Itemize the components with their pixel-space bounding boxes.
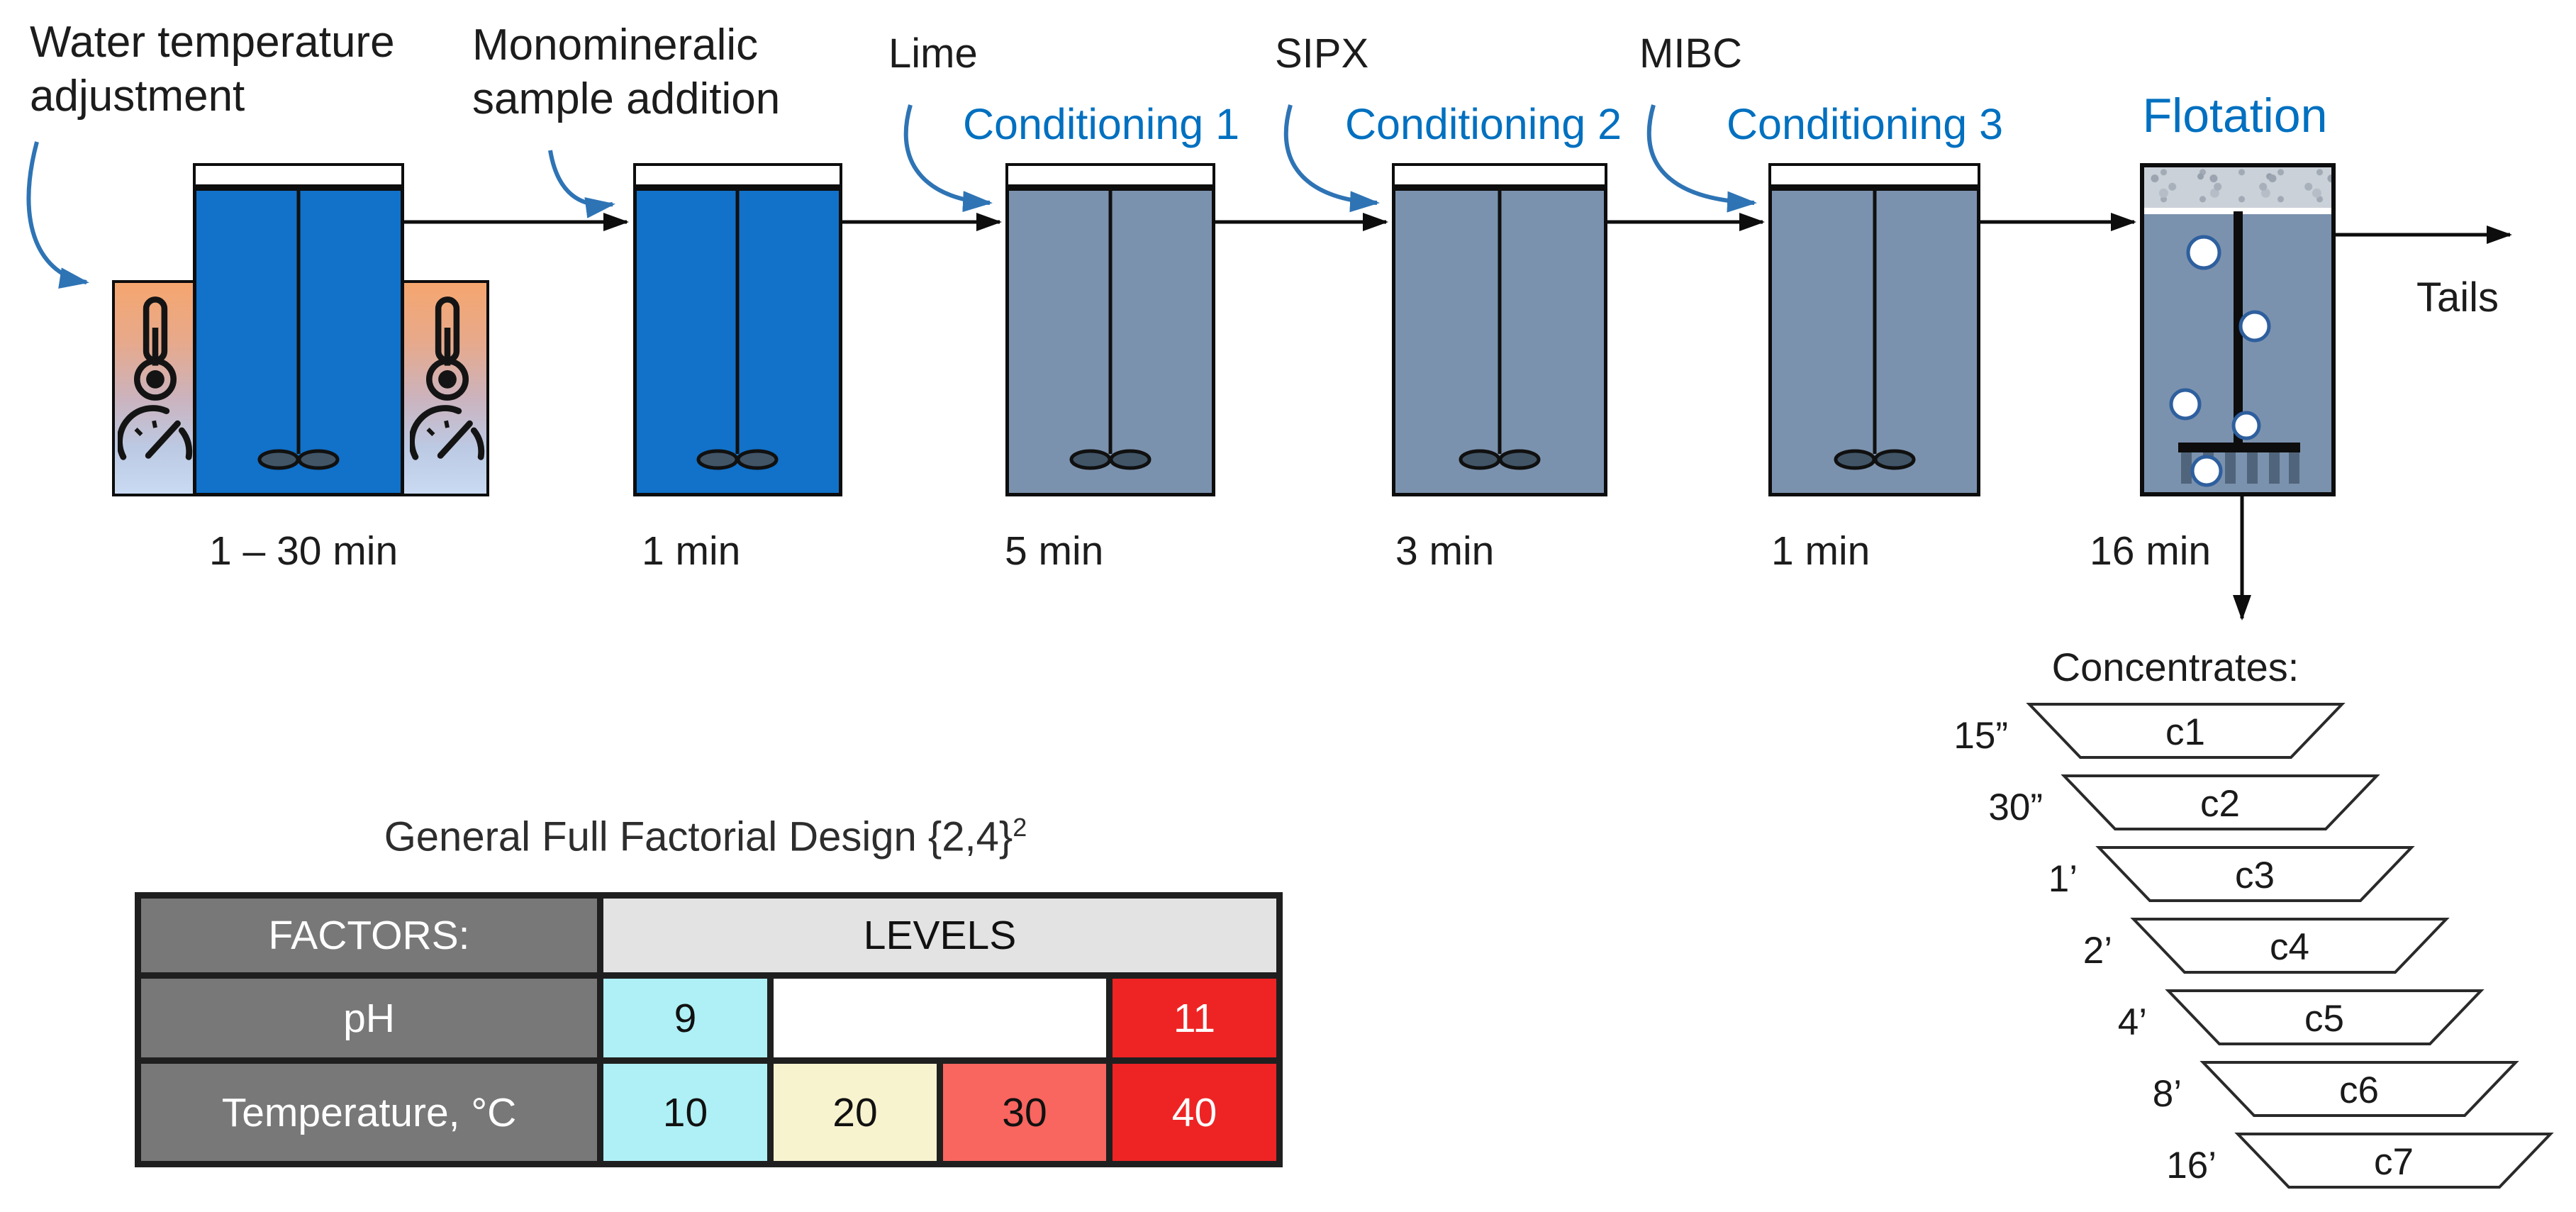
label-monomineralic-sample-addition: Monomineralic sample addition	[472, 21, 781, 124]
cell-factor-ph: pH	[135, 972, 603, 1064]
cell-factors-header: FACTORS:	[135, 892, 603, 979]
table-title-superscript: 2	[1013, 813, 1027, 842]
thermometer-icon	[426, 296, 469, 401]
table-row-ph: pH 9 11	[135, 972, 1283, 1064]
concentrate-time: 8’	[2153, 1073, 2182, 1115]
froth-layer	[2144, 167, 2331, 214]
tank-conditioning-2	[1392, 163, 1607, 496]
heading-conditioning-2: Conditioning 2	[1344, 100, 1622, 148]
tank-body	[1768, 187, 1980, 496]
concentrate-time: 1’	[2048, 858, 2078, 900]
cell-ph-11: 11	[1106, 972, 1283, 1064]
tank-lid	[633, 163, 842, 187]
cell-temp-20: 20	[767, 1057, 943, 1167]
concentrate-tray-c1	[2026, 703, 2346, 759]
time-conditioning-2: 3 min	[1395, 528, 1495, 574]
table-row-temperature: Temperature, °C 10 20 30 40	[135, 1057, 1283, 1167]
time-sample-addition: 1 min	[642, 528, 741, 574]
concentrate-tray-c2	[2061, 774, 2380, 830]
gauge-icon	[410, 405, 485, 460]
cell-levels-header: LEVELS	[597, 892, 1283, 979]
tank-body	[1392, 187, 1607, 496]
tank-lid	[1392, 163, 1607, 187]
thermometer-icon	[134, 296, 177, 401]
table-title: General Full Factorial Design {2,4}2	[135, 813, 1276, 860]
label-reagent-lime: Lime	[888, 30, 978, 77]
arrow-water-temperature	[26, 141, 89, 289]
concentrate-label: c5	[2304, 998, 2344, 1040]
concentrate-label: c4	[2270, 926, 2309, 968]
tank-lid	[1768, 163, 1980, 187]
tank-body	[193, 187, 404, 496]
heading-flotation: Flotation	[2142, 89, 2328, 143]
tank-temperature-adjustment	[193, 163, 404, 496]
arrow-sample-addition	[548, 150, 615, 218]
tank-body	[1005, 187, 1215, 496]
concentrate-labels: c1 c2 c3 c4 c5 c6 c7	[2165, 711, 2414, 1183]
cell-temp-10: 10	[597, 1057, 774, 1167]
heading-conditioning-3: Conditioning 3	[1726, 100, 2004, 148]
concentrate-trays	[2026, 703, 2554, 1189]
table-title-text: General Full Factorial Design {2,4}	[384, 813, 1013, 860]
concentrate-label: c3	[2235, 855, 2275, 896]
concentrate-time: 16’	[2166, 1145, 2217, 1186]
concentrate-times: 15” 30” 1’ 2’ 4’ 8’ 16’	[1953, 715, 2217, 1186]
heading-conditioning-1: Conditioning 1	[962, 100, 1240, 148]
cell-temp-30: 30	[937, 1057, 1113, 1167]
concentrate-time: 2’	[2083, 930, 2112, 972]
cell-ph-9: 9	[597, 972, 774, 1064]
concentrate-time: 15”	[1953, 715, 2008, 757]
time-temperature-adjustment: 1 – 30 min	[209, 528, 398, 574]
concentrate-label: c7	[2374, 1141, 2414, 1183]
cell-ph-blank	[767, 972, 1113, 1064]
tank-conditioning-1	[1005, 163, 1215, 496]
concentrate-time: 4’	[2118, 1001, 2147, 1043]
cell-factor-temperature: Temperature, °C	[135, 1057, 603, 1167]
tank-lid	[193, 163, 404, 187]
table-row-header: FACTORS: LEVELS	[135, 892, 1283, 979]
tank-lid	[1005, 163, 1215, 187]
concentrate-tray-c6	[2199, 1061, 2519, 1117]
concentrate-time: 30”	[1988, 786, 2043, 828]
label-reagent-sipx: SIPX	[1275, 30, 1369, 77]
gauge-icon	[118, 405, 193, 460]
concentrate-tray-c7	[2234, 1133, 2554, 1189]
factorial-design-table: FACTORS: LEVELS pH 9 11 Temperature, °C …	[135, 892, 1283, 1167]
tank-body	[633, 187, 842, 496]
concentrate-label: c1	[2165, 711, 2205, 753]
label-tails: Tails	[2416, 274, 2499, 321]
tank-sample-addition	[633, 163, 842, 496]
concentrate-tray-c4	[2130, 918, 2450, 974]
concentrates-title: Concentrates:	[2051, 645, 2299, 689]
label-reagent-mibc: MIBC	[1639, 30, 1742, 77]
label-water-temperature-adjustment: Water temperature adjustment	[30, 18, 395, 121]
cell-temp-40: 40	[1106, 1057, 1283, 1167]
time-conditioning-1: 5 min	[1005, 528, 1104, 574]
concentrate-tray-c5	[2165, 989, 2485, 1045]
tank-conditioning-3	[1768, 163, 1980, 496]
concentrate-label: c6	[2339, 1069, 2379, 1111]
time-conditioning-3: 1 min	[1771, 528, 1870, 574]
flotation-cell	[2140, 163, 2336, 496]
time-flotation: 16 min	[2090, 528, 2212, 574]
concentrate-label: c2	[2200, 783, 2240, 825]
concentrate-tray-c3	[2095, 846, 2415, 902]
